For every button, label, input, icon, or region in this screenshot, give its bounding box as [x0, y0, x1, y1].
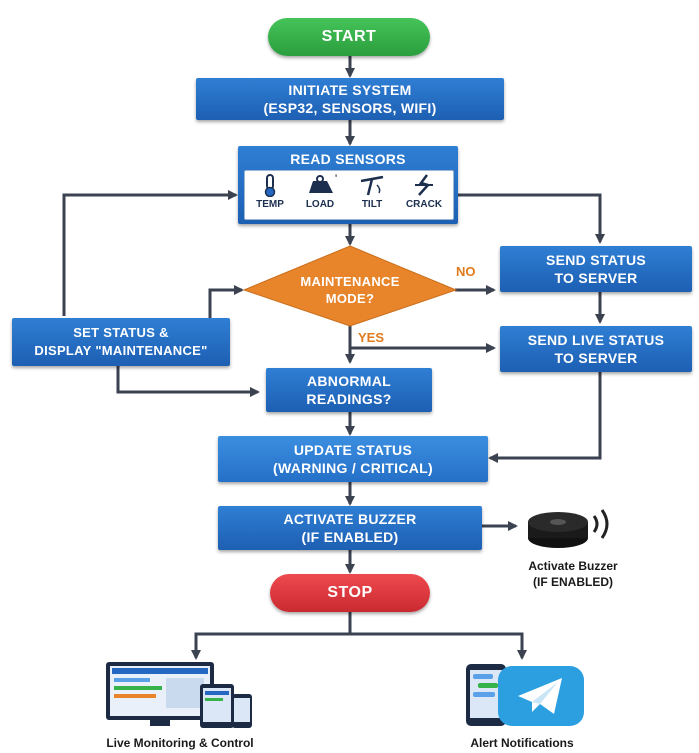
buzzer-caption-line-1: Activate Buzzer: [528, 559, 618, 573]
send-live-line-2: TO SERVER: [554, 350, 638, 366]
send-status-line-2: TO SERVER: [554, 270, 638, 286]
buzzer-line-2: (IF ENABLED): [301, 529, 399, 545]
initiate-line-1: INITIATE SYSTEM: [288, 82, 412, 98]
abnormal-line-2: READINGS?: [306, 391, 392, 407]
yes-label: YES: [358, 330, 385, 345]
read-sensors-label: READ SENSORS: [290, 151, 406, 167]
sensor-load-label: LOAD: [305, 199, 335, 210]
abnormal-line-1: ABNORMAL: [306, 373, 392, 389]
dashboard-devices-icon: [106, 662, 252, 728]
weight-icon: ': [309, 173, 337, 193]
maintenance-decision-node: MAINTENANCE MODE?: [270, 270, 430, 310]
stop-node: STOP: [270, 574, 430, 612]
buzzer-line-1: ACTIVATE BUZZER: [283, 511, 417, 527]
update-status-node: UPDATE STATUS (WARNING / CRITICAL): [218, 436, 488, 482]
sensor-load: ' LOAD: [297, 173, 343, 210]
sensor-tilt: TILT: [349, 173, 395, 210]
send-status-node: SEND STATUS TO SERVER: [500, 246, 692, 292]
buzzer-caption: Activate Buzzer (IF ENABLED): [508, 558, 638, 590]
arrow-set-status-decision: [208, 285, 244, 318]
monitoring-caption: Live Monitoring & Control: [106, 736, 254, 750]
crack-icon: [415, 174, 433, 196]
arrow-read-send-status: [458, 193, 605, 244]
update-line-1: UPDATE STATUS: [293, 442, 413, 458]
buzzer-icon: [528, 509, 609, 548]
send-live-status-node: SEND LIVE STATUS TO SERVER: [500, 326, 692, 372]
initiate-system-node: INITIATE SYSTEM (ESP32, SENSORS, WIFI): [196, 78, 504, 120]
set-status-line-1: SET STATUS &: [73, 325, 169, 340]
svg-text:': ': [335, 173, 337, 183]
maintenance-line-2: MODE?: [325, 291, 375, 306]
sensor-crack-label: CRACK: [405, 199, 443, 210]
set-status-node: SET STATUS & DISPLAY "MAINTENANCE": [12, 318, 230, 366]
start-node: START: [268, 18, 430, 56]
arrow-send-live-update: [488, 370, 602, 463]
sensor-tilt-label: TILT: [361, 199, 383, 210]
send-live-line-1: SEND LIVE STATUS: [527, 332, 665, 348]
start-label: START: [321, 28, 377, 45]
no-label: NO: [456, 264, 476, 279]
arrow-to-monitoring: [191, 632, 350, 660]
maintenance-line-1: MAINTENANCE: [300, 274, 400, 289]
alerts-caption: Alert Notifications: [470, 736, 574, 750]
sensor-temp-label: TEMP: [256, 199, 284, 210]
initiate-line-2: (ESP32, SENSORS, WIFI): [263, 100, 437, 116]
arrow-set-status-loop: [62, 190, 238, 316]
arrow-set-status-abnormal: [116, 366, 260, 397]
buzzer-caption-line-2: (IF ENABLED): [533, 575, 613, 589]
tilt-icon: [360, 175, 384, 196]
stop-label: STOP: [327, 584, 373, 601]
abnormal-readings-node: ABNORMAL READINGS?: [266, 368, 432, 412]
sensor-panel: TEMP ' LOAD TILT CRACK: [244, 170, 454, 220]
arrow-to-alerts: [350, 632, 527, 660]
update-line-2: (WARNING / CRITICAL): [273, 460, 433, 476]
telegram-alert-icon: [466, 664, 584, 726]
activate-buzzer-node: ACTIVATE BUZZER (IF ENABLED): [218, 506, 482, 550]
thermometer-icon: [264, 174, 276, 197]
sensor-temp: TEMP: [247, 173, 293, 210]
set-status-line-2: DISPLAY "MAINTENANCE": [34, 343, 208, 358]
send-status-line-1: SEND STATUS: [545, 252, 646, 268]
sensor-crack: CRACK: [401, 173, 447, 210]
